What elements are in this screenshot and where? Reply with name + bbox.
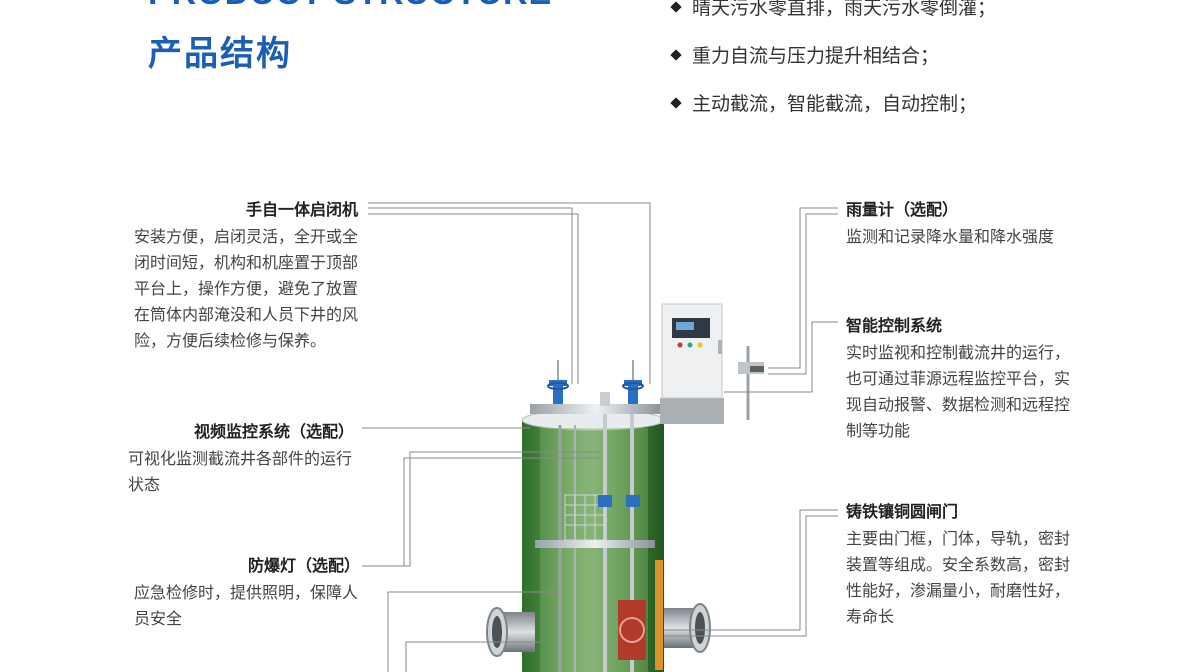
bullet-text: 主动截流，智能截流，自动控制； <box>692 93 978 115</box>
chinese-section-title: 产品结构 <box>148 34 292 74</box>
bullet-item: 重力自流与压力提升相结合； <box>668 32 996 80</box>
feature-description: 监测和记录降水量和降水强度 <box>846 227 1055 246</box>
bullet-item: 晴天污水零直排，雨天污水零倒灌； <box>668 0 996 32</box>
feature-title: 雨量计（选配） <box>846 200 959 219</box>
feature-title: 视频监控系统（选配） <box>193 422 354 441</box>
english-section-title: PRODUCT STRUCTURE <box>148 0 552 13</box>
feature-rain-gauge: 雨量计（选配） 监测和记录降水量和降水强度 <box>846 198 1082 250</box>
feature-title: 铸铁镶铜圆闸门 <box>846 502 959 521</box>
feature-description: 安装方便，启闭灵活，全开或全闭时间短，机构和机座置于顶部平台上，操作方便，避免了… <box>134 227 359 350</box>
feature-bullet-list: 晴天污水零直排，雨天污水零倒灌； 重力自流与压力提升相结合； 主动截流，智能截流… <box>668 0 996 128</box>
bullet-text: 重力自流与压力提升相结合； <box>692 45 940 67</box>
feature-title: 防爆灯（选配） <box>247 556 360 575</box>
feature-title: 手自一体启闭机 <box>245 200 358 219</box>
feature-hoist: 手自一体启闭机 安装方便，启闭灵活，全开或全闭时间短，机构和机座置于顶部平台上，… <box>134 198 358 354</box>
feature-description: 实时监视和控制截流井的运行，也可通过菲源远程监控平台，实现自动报警、数据检测和远… <box>846 343 1071 440</box>
top-platform <box>530 360 662 414</box>
hoist-right-icon <box>624 380 642 404</box>
tank-body <box>521 409 665 672</box>
feature-cast-iron-gate: 铸铁镶铜圆闸门 主要由门框，门体，导轨，密封装置等组成。安全系数高，密封性能好，… <box>846 500 1082 630</box>
feature-video-monitoring: 视频监控系统（选配） 可视化监测截流井各部件的运行状态 <box>128 420 354 498</box>
inlet-outlet-pipes <box>486 603 711 657</box>
feature-description: 应急检修时，提供照明，保障人员安全 <box>134 583 359 628</box>
bullet-text: 晴天污水零直排，雨天污水零倒灌； <box>692 0 997 19</box>
feature-smart-control-system: 智能控制系统 实时监视和控制截流井的运行，也可通过菲源远程监控平台，实现自动报警… <box>846 314 1082 444</box>
hoist-left-icon <box>549 380 567 404</box>
bullet-item: 主动截流，智能截流，自动控制； <box>668 80 996 128</box>
feature-description: 可视化监测截流井各部件的运行状态 <box>128 449 353 494</box>
feature-description: 主要由门框，门体，导轨，密封装置等组成。安全系数高，密封性能好，渗漏量小，耐磨性… <box>846 529 1071 626</box>
feature-title: 智能控制系统 <box>846 316 943 335</box>
feature-explosion-proof-lamp: 防爆灯（选配） 应急检修时，提供照明，保障人员安全 <box>134 554 360 632</box>
control-cabinet <box>660 303 724 424</box>
leader-lines <box>362 202 838 672</box>
rain-gauge <box>738 346 764 420</box>
